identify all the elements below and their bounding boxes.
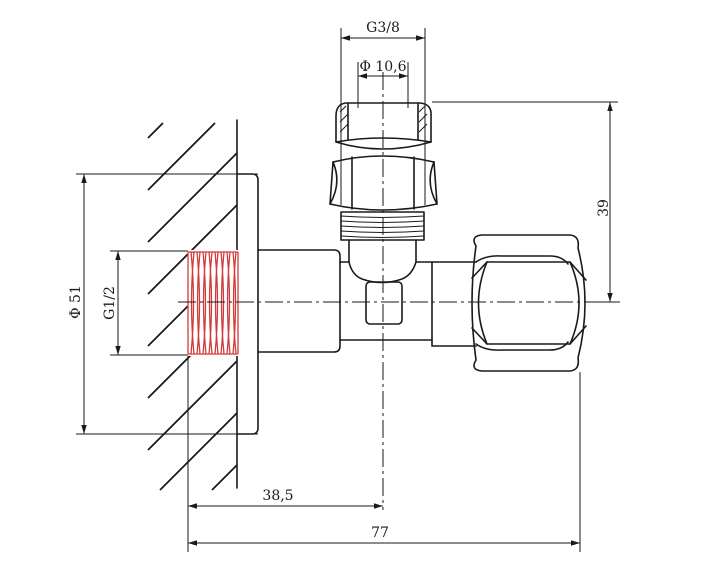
dim-flange-diameter: Φ 51 bbox=[68, 173, 258, 435]
stem-neck bbox=[348, 239, 417, 263]
outlet-socket bbox=[431, 261, 477, 347]
key-square bbox=[365, 281, 403, 325]
dim-label-height: 39 bbox=[596, 199, 612, 217]
dim-height: 39 bbox=[432, 101, 618, 303]
dim-inlet-thread: G1/2 bbox=[102, 250, 188, 356]
inlet-thread bbox=[187, 250, 239, 356]
dim-label-inlet-thread: G1/2 bbox=[102, 286, 118, 320]
inlet-spigot bbox=[257, 249, 341, 353]
outlet-compression-nut bbox=[471, 234, 587, 372]
center-lines bbox=[178, 72, 620, 510]
top-cap-nut bbox=[335, 102, 432, 150]
body-top-contour bbox=[339, 261, 433, 284]
dim-label-depth: 38,5 bbox=[262, 488, 293, 504]
dim-bore: Φ 10,6 bbox=[357, 59, 409, 108]
dim-label-top-thread: G3/8 bbox=[366, 20, 400, 36]
dim-top-thread: G3/8 bbox=[340, 20, 426, 205]
dim-horizontal: 38,5 77 bbox=[187, 356, 581, 552]
dim-label-overall-length: 77 bbox=[371, 525, 389, 541]
dim-label-flange-diameter: Φ 51 bbox=[68, 285, 84, 319]
top-thread bbox=[340, 211, 425, 241]
valve-body bbox=[257, 239, 477, 353]
flange-rosette bbox=[236, 173, 259, 435]
top-hex-nut bbox=[329, 155, 438, 211]
dim-label-bore: Φ 10,6 bbox=[359, 59, 406, 75]
